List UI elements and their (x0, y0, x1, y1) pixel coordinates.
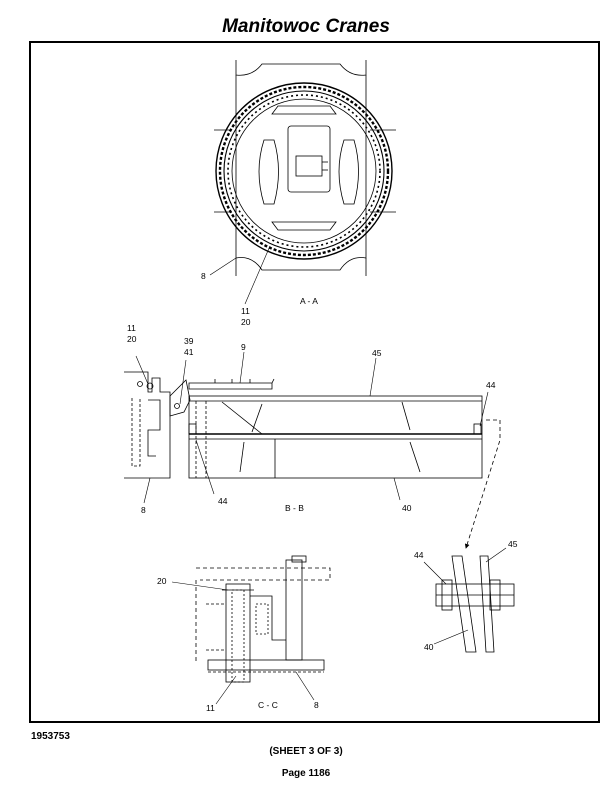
callout-bb-41: 41 (184, 347, 194, 357)
detail-view (423, 547, 515, 653)
callout-cc-20: 20 (157, 576, 167, 586)
callout-bb-44-right: 44 (486, 380, 496, 390)
page-number: Page 1186 (281, 768, 331, 779)
callout-bb-8: 8 (141, 505, 146, 515)
drawing-number: 1953753 (31, 731, 70, 742)
callout-bb-20: 20 (127, 334, 137, 344)
sheet-label: (SHEET 3 OF 3) (269, 746, 343, 757)
callout-aa-20: 20 (241, 317, 251, 327)
view-label-bb: B - B (285, 503, 304, 513)
callout-bb-40: 40 (402, 503, 412, 513)
callout-aa-8: 8 (201, 271, 206, 281)
page-title: Manitowoc Cranes (222, 16, 390, 37)
callout-detail-45: 45 (508, 539, 518, 549)
view-aa (209, 60, 396, 305)
view-cc (171, 555, 331, 705)
view-label-aa: A - A (300, 296, 318, 306)
callout-bb-45: 45 (372, 348, 382, 358)
callout-detail-40: 40 (424, 642, 434, 652)
callout-cc-11: 11 (206, 703, 215, 713)
view-label-cc: C - C (258, 700, 278, 710)
callout-bb-39: 39 (184, 336, 194, 346)
drawing-frame (29, 41, 600, 723)
callout-bb-9: 9 (241, 342, 246, 352)
callout-bb-44-left: 44 (218, 496, 228, 506)
callout-bb-11: 11 (127, 323, 136, 333)
callout-detail-44: 44 (414, 550, 424, 560)
callout-aa-11: 11 (241, 306, 250, 316)
view-bb (124, 351, 501, 549)
callout-cc-8: 8 (314, 700, 319, 710)
